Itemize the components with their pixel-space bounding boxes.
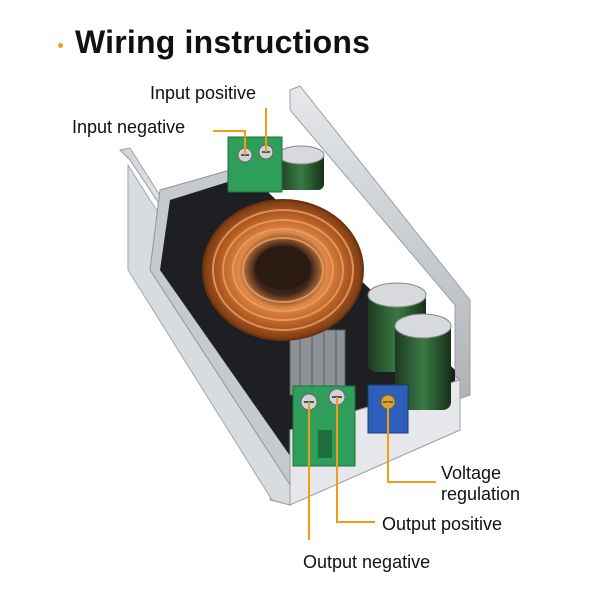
output-terminal-block <box>292 385 356 467</box>
label-output-positive: Output positive <box>382 514 503 534</box>
label-input-negative: Input negative <box>72 117 186 137</box>
title-row: Wiring instructions <box>58 24 370 61</box>
callout-input-negative <box>213 130 246 155</box>
label-voltage-regulation-line2: regulation <box>441 484 521 504</box>
label-input-positive: Input positive <box>150 83 257 103</box>
label-output-negative: Output negative <box>303 552 431 572</box>
callout-output-positive <box>336 397 375 523</box>
label-voltage-regulation-line1: Voltage <box>441 463 502 483</box>
callout-voltage-regulation <box>387 402 436 483</box>
small-capacitor <box>277 145 325 190</box>
capacitor-2 <box>394 313 452 410</box>
input-terminal-block <box>227 136 283 193</box>
housing-right-wall <box>289 85 471 401</box>
label-voltage-regulation: Voltage regulation <box>441 463 520 505</box>
bullet-dot-icon <box>58 43 63 48</box>
page-title: Wiring instructions <box>75 24 371 60</box>
